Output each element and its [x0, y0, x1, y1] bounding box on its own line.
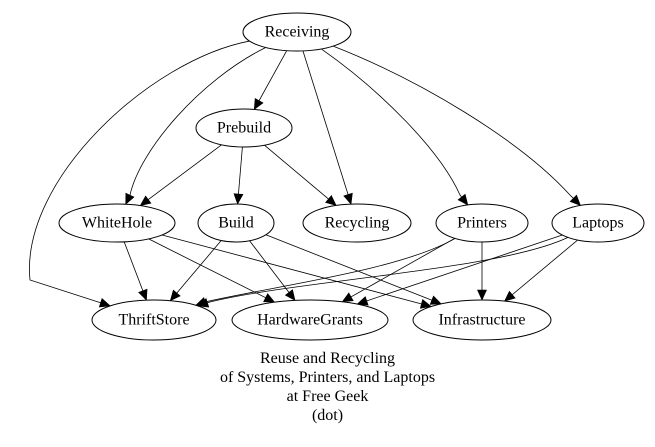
edge-receiving-to-laptops: [333, 45, 581, 206]
arrowhead-icon: [325, 195, 337, 206]
node-label: Printers: [457, 215, 507, 232]
arrowhead-icon: [429, 295, 442, 305]
node-thriftstore: ThriftStore: [91, 299, 217, 341]
edge-line: [357, 234, 563, 305]
node-label: Receiving: [265, 24, 330, 41]
arrowhead-icon: [169, 289, 181, 302]
edge-build-to-thriftstore: [169, 240, 222, 302]
node-label: Recycling: [325, 215, 390, 232]
node-recycling: Recycling: [302, 203, 412, 243]
arrowhead-icon: [341, 292, 354, 303]
graph-caption: Reuse and Recycling of Systems, Printers…: [0, 349, 655, 425]
caption-line-4: (dot): [311, 407, 344, 424]
node-ellipse: [435, 203, 529, 243]
arrowhead-icon: [98, 297, 111, 308]
node-ellipse: [91, 299, 217, 341]
caption-line-2: of Systems, Printers, and Laptops: [219, 369, 436, 386]
edge-line: [321, 48, 469, 206]
edge-build-to-hardwaregrants: [249, 240, 296, 301]
arrowhead-icon: [253, 98, 264, 111]
node-whitehole: WhiteHole: [58, 203, 176, 243]
edge-line: [504, 239, 578, 302]
node-receiving: Receiving: [242, 12, 352, 52]
arrowhead-icon: [504, 290, 516, 302]
edge-receiving-to-thriftstore: [29, 40, 250, 308]
node-label: HardwareGrants: [257, 312, 363, 329]
node-ellipse: [58, 203, 176, 243]
caption-line-3: at Free Geek: [286, 388, 369, 405]
edge-whitehole-to-thriftstore: [123, 241, 148, 301]
edge-line: [265, 234, 442, 305]
arrowhead-icon: [233, 193, 244, 205]
edge-line: [302, 50, 352, 205]
node-label: Infrastructure: [438, 312, 525, 329]
edge-laptops-to-thriftstore: [197, 237, 569, 308]
node-label: Laptops: [572, 215, 624, 232]
node-label: ThriftStore: [118, 312, 189, 329]
edge-line: [197, 237, 569, 307]
edge-whitehole-to-infrastructure: [161, 234, 432, 309]
node-hardwaregrants: HardwareGrants: [231, 299, 389, 341]
arrowhead-icon: [343, 192, 353, 205]
edge-line: [161, 234, 432, 307]
edge-line: [253, 50, 288, 110]
edge-line: [333, 45, 581, 206]
edge-line: [264, 144, 337, 206]
edge-receiving-to-printers: [321, 48, 469, 206]
edge-prebuild-to-whitehole: [139, 144, 222, 207]
edge-printers-to-thriftstore: [195, 238, 456, 307]
edge-build-to-infrastructure: [265, 234, 442, 305]
arrowhead-icon: [138, 288, 148, 301]
arrowhead-icon: [139, 195, 152, 207]
node-ellipse: [242, 12, 352, 52]
node-printers: Printers: [435, 203, 529, 243]
arrowhead-icon: [419, 299, 432, 309]
arrowhead-icon: [284, 289, 296, 301]
arrowhead-icon: [477, 289, 487, 301]
arrowhead-icon: [197, 298, 210, 308]
arrowhead-icon: [356, 296, 369, 306]
edge-laptops-to-hardwaregrants: [356, 234, 563, 306]
arrowhead-icon: [263, 293, 276, 303]
edge-whitehole-to-hardwaregrants: [148, 238, 276, 303]
edge-line: [249, 240, 296, 301]
edge-line: [342, 237, 456, 303]
node-prebuild: Prebuild: [195, 108, 293, 148]
node-infrastructure: Infrastructure: [412, 299, 552, 341]
edge-receiving-to-prebuild: [253, 50, 288, 111]
edge-prebuild-to-build: [233, 146, 244, 205]
node-ellipse: [197, 203, 275, 243]
edge-laptops-to-infrastructure: [504, 239, 578, 302]
node-label: Build: [218, 215, 254, 232]
edge-line: [123, 241, 147, 301]
arrowhead-icon: [457, 193, 469, 206]
edge-receiving-to-recycling: [302, 50, 353, 205]
edge-line: [170, 240, 222, 301]
node-laptops: Laptops: [551, 203, 645, 243]
node-label: Prebuild: [217, 120, 271, 137]
edge-line: [125, 47, 266, 205]
edge-line: [195, 238, 456, 306]
caption-line-1: Reuse and Recycling: [259, 350, 396, 367]
edge-printers-to-infrastructure: [477, 242, 487, 301]
node-ellipse: [231, 299, 389, 341]
node-ellipse: [195, 108, 293, 148]
node-ellipse: [302, 203, 412, 243]
node-build: Build: [197, 203, 275, 243]
edge-printers-to-hardwaregrants: [341, 237, 456, 303]
arrowhead-icon: [125, 192, 135, 205]
node-ellipse: [412, 299, 552, 341]
edge-prebuild-to-recycling: [264, 144, 337, 206]
edges-layer: [29, 40, 581, 309]
arrowhead-icon: [569, 194, 581, 206]
edge-line: [140, 144, 222, 206]
edge-line: [148, 238, 275, 303]
edge-receiving-to-whitehole: [125, 47, 266, 205]
edge-line: [29, 40, 250, 307]
node-ellipse: [551, 203, 645, 243]
node-label: WhiteHole: [82, 215, 152, 232]
